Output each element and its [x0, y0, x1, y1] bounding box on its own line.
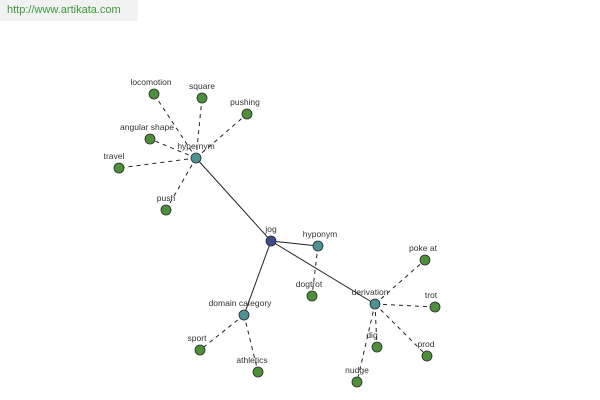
center-node-marker[interactable]	[265, 235, 277, 247]
relation-node-marker[interactable]	[238, 309, 250, 321]
leaf-node-marker[interactable]	[113, 162, 125, 174]
edge-jog-domain-category	[243, 240, 272, 316]
edge-derivation-nudge	[356, 303, 376, 383]
edge-hypernym-square	[195, 97, 203, 159]
leaf-node-label: push	[157, 193, 176, 203]
graph-edges	[118, 93, 436, 383]
graph-nodes: locomotion square pushing angular shape trav…	[104, 77, 441, 388]
edge-domain-category-athletics	[243, 314, 259, 373]
leaf-node-pushing[interactable]: pushing	[230, 97, 260, 120]
edge-domain-category-sport	[199, 314, 245, 351]
leaf-node-label: pushing	[230, 97, 260, 107]
relation-node-derivation[interactable]: derivation	[352, 287, 389, 310]
edge-jog-derivation	[270, 240, 376, 305]
edge-hypernym-angular-shape	[149, 138, 197, 159]
relation-node-label: hypernym	[177, 141, 214, 151]
leaf-node-prod[interactable]: prod	[417, 339, 435, 362]
source-url[interactable]: http://www.artikata.com	[0, 0, 138, 21]
leaf-node-marker[interactable]	[160, 204, 172, 216]
relation-node-marker[interactable]	[312, 240, 324, 252]
leaf-node-trot[interactable]: trot	[425, 290, 441, 313]
leaf-node-marker[interactable]	[194, 344, 206, 356]
edge-derivation-dig	[374, 303, 378, 348]
leaf-node-label: nudge	[345, 365, 369, 375]
edge-derivation-trot	[374, 303, 436, 308]
leaf-node-locomotion[interactable]: locomotion	[130, 77, 172, 100]
leaf-node-label: dogtrot	[296, 279, 323, 289]
leaf-node-marker[interactable]	[371, 341, 383, 353]
edge-jog-hyponym	[270, 240, 319, 247]
edge-hypernym-push	[165, 157, 197, 211]
edge-hyponym-dogtrot	[311, 245, 319, 297]
relation-node-marker[interactable]	[190, 152, 202, 164]
leaf-node-poke-at[interactable]: poke at	[409, 243, 438, 266]
relation-node-domain-category[interactable]: domain category	[209, 298, 273, 321]
leaf-node-marker[interactable]	[419, 254, 431, 266]
leaf-node-label: travel	[104, 151, 125, 161]
leaf-node-label: athletics	[236, 355, 267, 365]
leaf-node-label: dig	[366, 330, 378, 340]
leaf-node-athletics[interactable]: athletics	[236, 355, 268, 378]
leaf-node-marker[interactable]	[421, 350, 433, 362]
relation-node-hyponym[interactable]: hyponym	[303, 229, 338, 252]
leaf-node-label: angular shape	[120, 122, 174, 132]
leaf-node-label: poke at	[409, 243, 438, 253]
leaf-node-label: square	[189, 81, 215, 91]
leaf-node-marker[interactable]	[144, 133, 156, 145]
relation-node-label: derivation	[352, 287, 389, 297]
leaf-node-marker[interactable]	[148, 88, 160, 100]
leaf-node-marker[interactable]	[241, 108, 253, 120]
leaf-node-sport[interactable]: sport	[188, 333, 208, 356]
edge-jog-hypernym	[195, 157, 272, 242]
leaf-node-marker[interactable]	[429, 301, 441, 313]
edge-derivation-poke-at	[374, 259, 426, 305]
leaf-node-travel[interactable]: travel	[104, 151, 125, 174]
edge-hypernym-travel	[118, 157, 197, 169]
leaf-node-label: trot	[425, 290, 438, 300]
edge-hypernym-pushing	[195, 113, 248, 159]
relation-node-hypernym[interactable]: hypernym	[177, 141, 215, 164]
leaf-node-marker[interactable]	[252, 366, 264, 378]
relation-node-label: hyponym	[303, 229, 338, 239]
leaf-node-label: prod	[417, 339, 434, 349]
leaf-node-angular-shape[interactable]: angular shape	[120, 122, 174, 145]
leaf-node-marker[interactable]	[351, 376, 363, 388]
leaf-node-dogtrot[interactable]: dogtrot	[296, 279, 323, 302]
leaf-node-label: locomotion	[130, 77, 171, 87]
leaf-node-marker[interactable]	[196, 92, 208, 104]
center-node-jog[interactable]: jog	[264, 224, 277, 247]
leaf-node-marker[interactable]	[306, 290, 318, 302]
leaf-node-push[interactable]: push	[157, 193, 176, 216]
leaf-node-label: sport	[188, 333, 208, 343]
relation-node-label: domain category	[209, 298, 273, 308]
relation-node-marker[interactable]	[369, 298, 381, 310]
leaf-node-dig[interactable]: dig	[366, 330, 383, 353]
center-node-label: jog	[264, 224, 277, 234]
leaf-node-square[interactable]: square	[189, 81, 215, 104]
leaf-node-nudge[interactable]: nudge	[345, 365, 369, 388]
